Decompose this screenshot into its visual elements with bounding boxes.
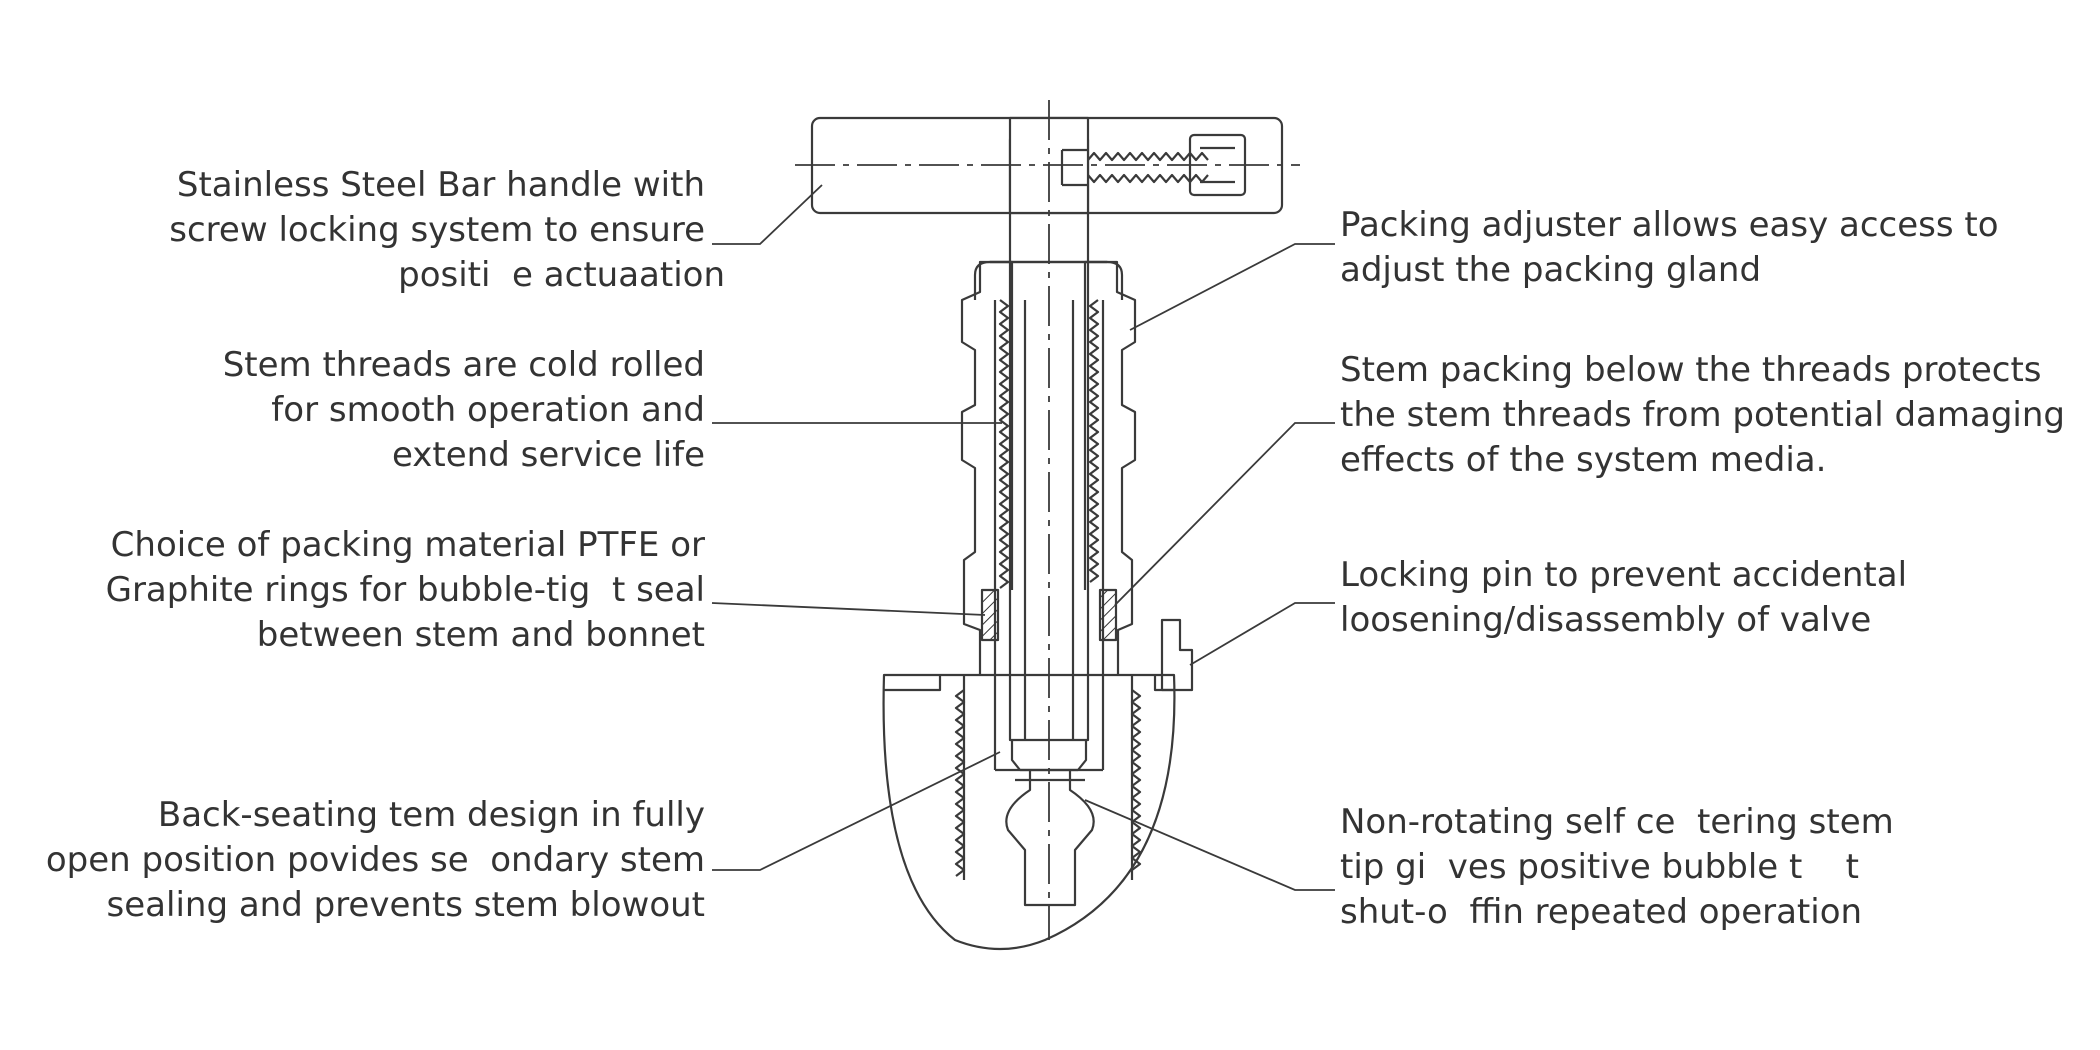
callout-line: shut-o ffin repeated operation — [1340, 892, 1863, 932]
callout-line: Stainless Steel Bar handle with — [176, 165, 705, 205]
callout-line: extend service life — [391, 435, 705, 475]
callout-line: Choice of packing material PTFE or — [110, 525, 705, 565]
callout-packing-adjuster: Packing adjuster allows easy access to a… — [1340, 203, 1999, 293]
locking-pin — [1160, 618, 1194, 692]
callout-line: screw locking system to ensure — [169, 210, 705, 250]
stem-threads-left — [998, 299, 1010, 589]
callout-line: between stem and bonnet — [256, 615, 705, 655]
callout-line: for smooth operation and — [271, 390, 705, 430]
packing-ring-right — [1098, 588, 1118, 642]
packing-nut-cap — [973, 260, 1014, 300]
callout-line: Locking pin to prevent accidental — [1340, 555, 1908, 595]
callout-line: positi e actuaation — [398, 255, 725, 295]
callout-line: Graphite rings for bubble-tig t seal — [105, 570, 705, 610]
callout-line: tip gi ves positive bubble t t — [1340, 847, 1859, 887]
callout-line: loosening/disassembly of valve — [1340, 600, 1872, 640]
callout-non-rotating-tip: Non-rotating self ce tering stem tip gi … — [1340, 800, 1894, 935]
callout-stem-threads: Stem threads are cold rolled for smooth … — [223, 343, 705, 478]
leader-packing-material — [711, 602, 986, 616]
callout-stem-packing: Stem packing below the threads protects … — [1340, 348, 2065, 483]
leader-back-seating — [712, 751, 1001, 871]
callout-line: the stem threads from potential damaging — [1340, 395, 2065, 435]
callout-line: effects of the system media. — [1340, 440, 1827, 480]
leader-locking-pin — [1189, 602, 1335, 666]
stem-threads-right — [1088, 299, 1100, 583]
callout-line: adjust the packing gland — [1340, 250, 1762, 290]
callout-packing-material: Choice of packing material PTFE or Graph… — [106, 523, 705, 658]
callout-line: Stem packing below the threads protects — [1340, 350, 2042, 390]
leader-stem-packing — [1114, 422, 1335, 606]
callout-bar-handle: Stainless Steel Bar handle with screw lo… — [169, 163, 725, 298]
callout-line: open position povides se ondary stem — [45, 840, 705, 880]
leader-packing-adjuster — [1129, 243, 1335, 331]
callout-line: Non-rotating self ce tering stem — [1340, 802, 1894, 842]
leader-bar-handle — [712, 184, 823, 245]
callout-line: Stem threads are cold rolled — [222, 345, 705, 385]
callout-locking-pin: Locking pin to prevent accidental loosen… — [1340, 553, 1907, 643]
callout-line: Packing adjuster allows easy access to — [1340, 205, 1999, 245]
callout-line: sealing and prevents stem blowout — [106, 885, 705, 925]
callout-line: Back-seating tem design in fully — [157, 795, 705, 835]
valve-body — [882, 673, 1176, 951]
callout-back-seating: Back-seating tem design in fully open po… — [46, 793, 705, 928]
leader-non-rotating-tip — [1084, 799, 1335, 891]
